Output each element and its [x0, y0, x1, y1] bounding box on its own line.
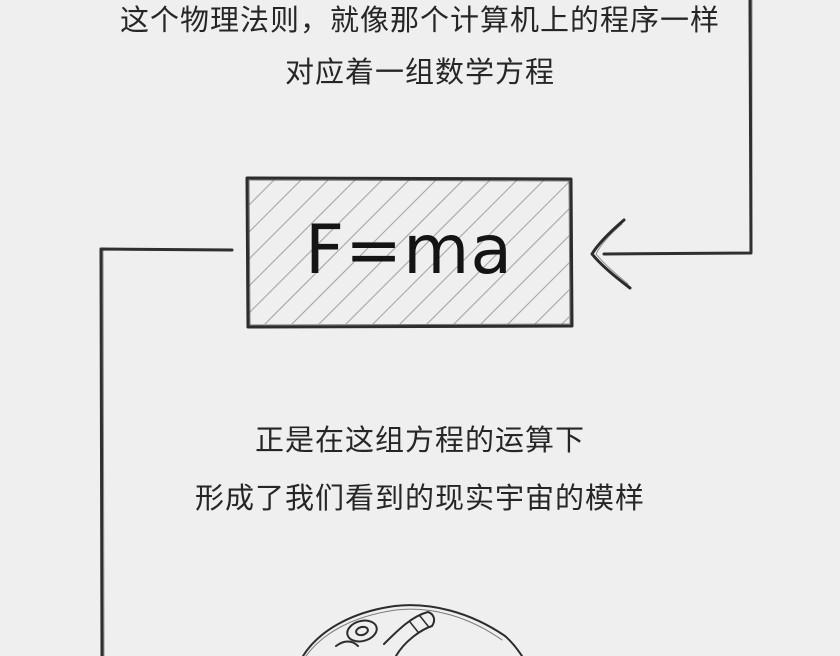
formula-text: F=ma	[305, 210, 513, 290]
formula-box-hatching	[249, 180, 569, 324]
arrow-head-icon	[590, 218, 632, 290]
connector-line-top-right	[602, 0, 753, 256]
connector-line-left	[99, 247, 234, 656]
planet-sketch	[302, 604, 523, 656]
formula-box-border	[245, 176, 574, 329]
caption-line-3: 正是在这组方程的运算下	[254, 423, 585, 457]
caption-line-4: 形成了我们看到的现实宇宙的模样	[194, 481, 645, 515]
caption-line-2: 对应着一组数学方程	[284, 55, 555, 89]
caption-line-1: 这个物理法则，就像那个计算机上的程序一样	[119, 3, 720, 37]
formula-box: F=ma	[247, 178, 571, 326]
